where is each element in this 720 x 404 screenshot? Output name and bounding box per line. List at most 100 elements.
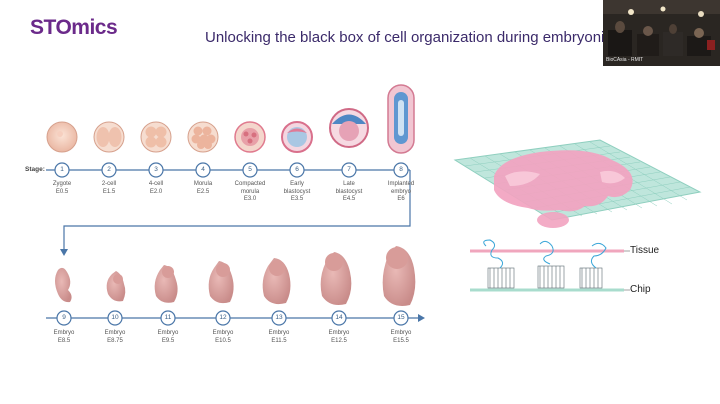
stage-number: 8: [399, 166, 403, 173]
stage-number: 2: [107, 166, 111, 173]
stage-day: E12.5: [331, 337, 347, 344]
tissue-label: Tissue: [630, 245, 660, 256]
embryo-e10-5-illustration: [208, 261, 234, 304]
stage-number: 1: [60, 166, 64, 173]
stage-marker-12: [215, 310, 231, 326]
stage-marker-8: [393, 162, 409, 178]
stage-number: 4: [201, 166, 205, 173]
tissue-section-shape: [494, 150, 633, 212]
stage-name: Implanted embryo: [387, 181, 415, 195]
compacted-morula-illustration: [234, 121, 266, 153]
embryo-e8-5-illustration: [55, 267, 72, 303]
stage-marker-14: [331, 310, 347, 326]
stage-marker-10: [107, 310, 123, 326]
capture-probes: [487, 265, 603, 289]
stage-marker-5: [242, 162, 258, 178]
speaker-video-feed: BioCAsia - RMIT: [603, 0, 720, 66]
stage-name: Compacted morula: [234, 181, 266, 195]
stage-marker-4: [195, 162, 211, 178]
embryo-e8-75-illustration: [106, 271, 126, 302]
stage-number: 7: [347, 166, 351, 173]
stage-marker-11: [160, 310, 176, 326]
slide-title: Unlocking the black box of cell organiza…: [205, 29, 603, 46]
embryo-e15-5-illustration: [382, 246, 416, 306]
embryo-e12-5-illustration: [320, 252, 352, 305]
stage-day: E8.5: [57, 337, 71, 344]
stage-marker-3: [148, 162, 164, 178]
four-cell-illustration: [140, 121, 172, 153]
stage-number: 10: [111, 314, 119, 321]
connector-arrow-icon: [60, 249, 68, 256]
stage-name: Embryo: [157, 330, 179, 336]
stage-number: 12: [219, 314, 227, 321]
stage-day: E15.5: [393, 337, 409, 344]
stage-number: 5: [248, 166, 252, 173]
stage-number: 13: [275, 314, 283, 321]
stage-name: 2-cell: [101, 181, 117, 187]
stage-day: E0.5: [55, 188, 69, 195]
stage-name: Embryo: [328, 330, 350, 336]
stage-marker-13: [271, 310, 287, 326]
stage-day: E2.0: [149, 188, 163, 195]
stage-day: E11.5: [271, 337, 287, 344]
stage-day: E10.5: [215, 337, 231, 344]
brand-logo: STOmics: [30, 16, 118, 39]
stage-name: Embryo: [390, 330, 412, 336]
embryo-e11-5-illustration: [262, 258, 291, 305]
stage-marker-9: [56, 310, 72, 326]
stage-number: 14: [335, 314, 343, 321]
audience-scene-image: [603, 0, 720, 66]
stage-number: 6: [295, 166, 299, 173]
stage-name: Late blastocyst: [335, 181, 363, 195]
stage-marker-1: [54, 162, 70, 178]
video-caption: BioCAsia - RMIT: [606, 57, 644, 63]
stage-day: E6: [397, 196, 405, 202]
stage-day: E2.5: [196, 188, 210, 195]
stage-day: E3.5: [290, 196, 304, 202]
stage-marker-2: [101, 162, 117, 178]
stage-marker-7: [341, 162, 357, 178]
stage-name: Morula: [193, 181, 213, 187]
stage-name: Zygote: [52, 181, 72, 187]
stage-day: E4.5: [342, 196, 356, 202]
stage-number: 9: [62, 314, 66, 321]
stage-day: E1.5: [102, 188, 116, 195]
timeline-connector: [63, 170, 411, 250]
stage-label: Stage:: [25, 166, 45, 173]
stage-number: 11: [164, 314, 172, 321]
stage-name: Embryo: [212, 330, 234, 336]
embryo-e9-5-illustration: [154, 265, 178, 303]
late-blastocyst-illustration: [329, 108, 369, 148]
stage-marker-6: [289, 162, 305, 178]
rna-strands: [483, 239, 607, 269]
stage-day: E9.5: [161, 337, 175, 344]
stage-name: Early blastocyst: [283, 181, 311, 195]
stage-number: 3: [154, 166, 158, 173]
stage-day: E3.0: [243, 196, 257, 202]
stage-marker-15: [393, 310, 409, 326]
timeline-arrow-icon: [418, 314, 425, 322]
two-cell-illustration: [93, 121, 125, 153]
stage-name: Embryo: [104, 330, 126, 336]
stage-name: 4-cell: [148, 181, 164, 187]
early-blastocyst-illustration: [281, 121, 313, 153]
morula-illustration: [187, 121, 219, 153]
chip-tissue-diagram: [453, 139, 702, 292]
zygote-illustration: [46, 121, 78, 153]
implanted-embryo-illustration: [387, 84, 415, 154]
stage-name: Embryo: [268, 330, 290, 336]
